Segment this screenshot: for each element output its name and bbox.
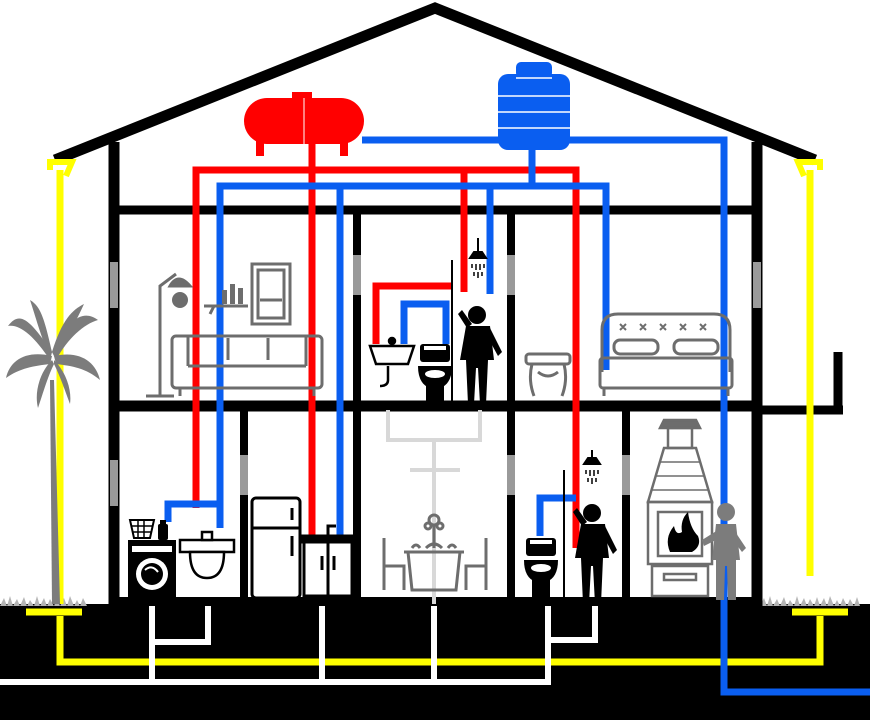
cold-laundry-branch	[168, 504, 218, 522]
palm-tree-icon	[6, 300, 100, 604]
fireplace-room	[648, 420, 746, 600]
laundry-room	[128, 520, 234, 602]
toilet-lower-icon	[524, 538, 558, 600]
wall-shelf-icon	[204, 284, 248, 314]
grass-right	[760, 596, 860, 606]
cold-main-loop	[220, 186, 606, 528]
toilet-icon	[418, 344, 452, 404]
detergent-bottle-icon	[158, 520, 168, 540]
kitchen-sink-cabinet-icon	[302, 526, 354, 596]
chair-right-icon	[466, 538, 486, 590]
upper-bathroom	[370, 238, 502, 404]
drain-upper-bath	[388, 410, 480, 440]
fireplace-icon	[648, 420, 712, 596]
wall-picture-icon	[252, 264, 290, 324]
person-showering-lower-icon	[573, 504, 617, 604]
sink-icon	[370, 338, 414, 386]
utility-sink-icon	[180, 532, 234, 578]
living-room	[146, 264, 322, 396]
refrigerator-icon	[252, 498, 300, 602]
cold-toilet-lower	[540, 498, 576, 536]
chair-left-icon	[384, 538, 404, 590]
cold-sink-toilet-upper	[404, 304, 446, 344]
laundry-basket-icon	[130, 520, 154, 538]
water-tank-icon	[498, 62, 570, 150]
bedroom	[526, 314, 732, 396]
bed-icon	[600, 314, 732, 396]
washing-machine-icon	[128, 540, 176, 602]
hot-sink-upper	[376, 286, 452, 344]
shower-head-lower-icon	[584, 450, 600, 484]
shower-head-icon	[470, 238, 486, 278]
fire-flame-icon	[668, 512, 699, 552]
nightstand-icon	[526, 354, 570, 396]
water-heater-icon	[244, 92, 364, 156]
person-showering-icon	[458, 306, 502, 404]
